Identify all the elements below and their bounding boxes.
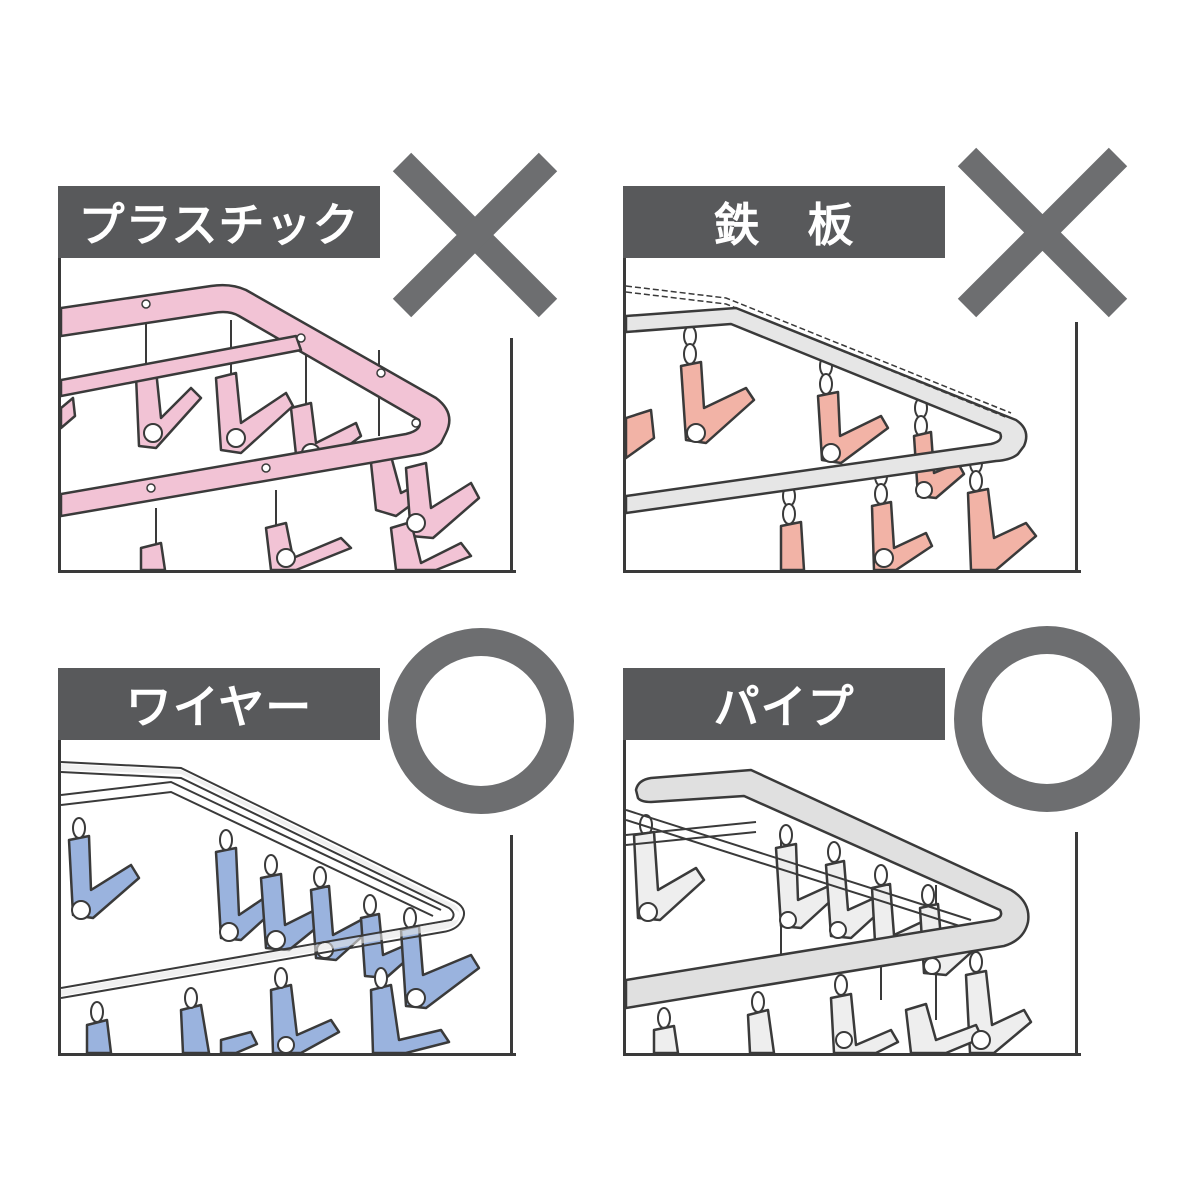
circle-icon: [388, 628, 574, 814]
panel-frame-right: [1075, 322, 1078, 573]
iron-plate-hanger-illustration: [626, 285, 1038, 570]
panel-frame-right: [510, 338, 513, 573]
cross-icon: [957, 147, 1128, 318]
cross-icon: [392, 152, 558, 318]
panel-frame: [58, 740, 516, 1056]
panel-frame: [623, 258, 1081, 573]
label-pipe: パイプ: [623, 668, 945, 740]
circle-icon: [954, 626, 1140, 812]
panel-frame: [58, 258, 516, 573]
label-plastic: プラスチック: [58, 186, 380, 258]
plastic-hanger-illustration: [61, 283, 481, 570]
pipe-hanger-illustration: [626, 768, 1033, 1053]
panel-frame-right: [1075, 832, 1078, 1056]
label-wire: ワイヤー: [58, 668, 380, 740]
label-iron-plate: 鉄 板: [623, 186, 945, 258]
wire-hanger-illustration: [61, 761, 481, 1053]
panel-frame: [623, 740, 1081, 1056]
panel-frame-right: [510, 835, 513, 1056]
